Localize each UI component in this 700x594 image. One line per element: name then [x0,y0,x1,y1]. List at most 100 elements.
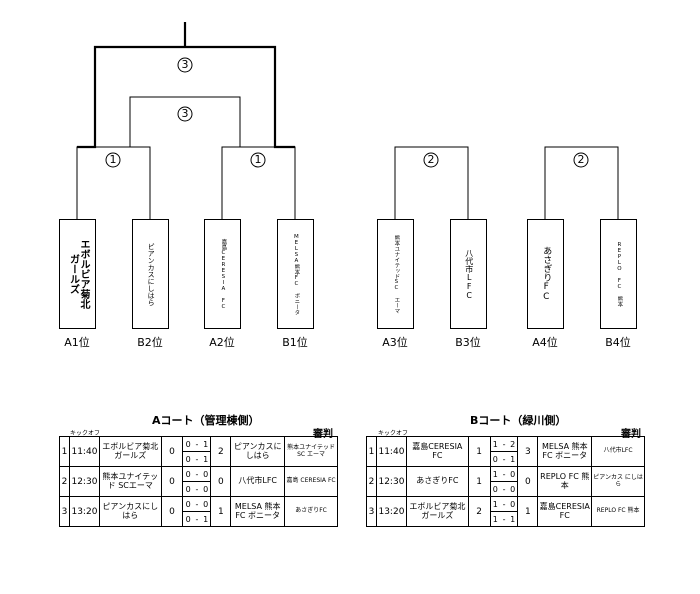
home-team: 熊本ユナイテッド SCエーマ [98,466,162,497]
match-number: 1 [366,436,377,467]
match-number: 3 [59,496,70,527]
first-half-away: 0 [508,466,519,482]
match-number: 3 [366,496,377,527]
seed-final: 3 [181,58,189,71]
home-score: 1 [467,466,491,497]
second-half-away: 1 [200,451,212,467]
away-score: 1 [210,496,232,527]
first-half-home: 1 [489,496,501,512]
home-score: 0 [160,496,184,527]
seed-label-a3: A3位 [382,336,408,349]
seed-label-b1: B1位 [282,336,308,349]
match-number: 1 [59,436,70,467]
court-b-referee-label: 審判 [621,429,641,440]
second-half-home: 1 [489,511,501,527]
seed-a-left: 1 [109,153,117,166]
score-dash: - [500,481,508,497]
court-a-referee-label: 審判 [313,429,333,440]
match-row-second-half: 1-1 [367,511,645,527]
seed-label-b4: B4位 [605,336,631,349]
second-half-home: 0 [182,511,193,527]
second-half-away: 1 [508,511,519,527]
first-half-away: 0 [200,496,212,512]
home-team: エボルビア菊北 ガールズ [405,496,469,527]
score-dash: - [192,436,201,452]
court-a-title: Aコート（管理棟側） [152,414,260,427]
second-half-home: 0 [182,451,193,467]
seed-third: 3 [181,107,189,120]
match-number: 2 [59,466,70,497]
team-name: 熊本ユナイテッドSC エーマ [393,234,400,314]
home-team: エボルビア菊北 ガールズ [98,436,162,467]
second-half-home: 0 [182,481,193,497]
team-box-b1: MELSA熊本FC ボニータ [277,219,314,329]
kickoff-time: 13:20 [375,496,407,527]
score-dash: - [500,436,508,452]
second-half-away: 0 [200,481,212,497]
seed-b-left: 2 [427,153,435,166]
home-score: 0 [160,466,184,497]
score-dash: - [192,481,201,497]
court-b-kickoff-label: キックオフ [378,430,409,437]
home-team: あさぎりFC [405,466,469,497]
away-score: 2 [210,436,232,467]
team-name: あさぎりFC [541,246,552,302]
seed-label-a4: A4位 [532,336,558,349]
first-half-home: 0 [182,466,193,482]
second-half-home: 0 [489,451,501,467]
team-name: エボルビア菊北 ガールズ [67,239,90,309]
team-box-b4: REPLO FC 熊本 [600,219,637,329]
kickoff-time: 11:40 [375,436,407,467]
first-half-home: 1 [489,436,501,452]
score-dash: - [192,466,201,482]
kickoff-time: 12:30 [375,466,407,497]
match-number: 2 [366,466,377,497]
score-dash: - [192,496,201,512]
team-box-a4: あさぎりFC [527,219,564,329]
team-box-a1: エボルビア菊北 ガールズ [59,219,96,329]
kickoff-time: 13:20 [68,496,100,527]
away-score: 3 [517,436,539,467]
referee-team: ピアンカス にしはら [591,466,645,497]
away-team: MELSA 熊本FC ボニータ [230,496,286,527]
away-team: 嘉島CERESIA FC [537,496,593,527]
seed-label-a1: A1位 [64,336,90,349]
first-half-away: 2 [508,436,519,452]
referee-team: 熊本ユナイテッドSC エーマ [284,436,338,467]
match-row-second-half: 0-0 [367,481,645,497]
score-dash: - [192,511,201,527]
home-team: 嘉島CERESIA FC [405,436,469,467]
away-score: 0 [210,466,232,497]
referee-team: REPLO FC 熊本 [591,496,645,527]
home-score: 2 [467,496,491,527]
score-dash: - [500,466,508,482]
home-score: 0 [160,436,184,467]
home-team: ピアンカスにしはら [98,496,162,527]
team-name: 八代市LFC [464,248,474,300]
team-box-b3: 八代市LFC [450,219,487,329]
second-half-away: 1 [508,451,519,467]
first-half-home: 1 [489,466,501,482]
away-team: 八代市LFC [230,466,286,497]
referee-team: あさぎりFC [284,496,338,527]
seed-b-right: 2 [577,153,585,166]
match-row-second-half: 0-1 [60,511,338,527]
score-dash: - [500,451,508,467]
court-b-title: Bコート（緑川側） [470,414,567,427]
first-half-away: 0 [508,496,519,512]
home-score: 1 [467,436,491,467]
seed-label-b2: B2位 [137,336,163,349]
first-half-home: 0 [182,436,193,452]
referee-team: 嘉島 CERESIA FC [284,466,338,497]
seed-label-a2: A2位 [209,336,235,349]
away-score: 1 [517,496,539,527]
score-dash: - [500,511,508,527]
